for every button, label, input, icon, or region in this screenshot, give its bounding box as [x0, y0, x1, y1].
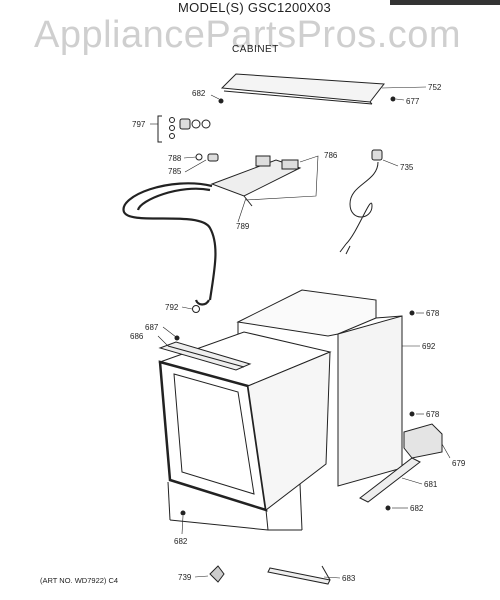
part-top-panel [220, 73, 385, 105]
part-screw-678b [409, 411, 415, 417]
part-screw-682c [180, 510, 186, 516]
part-vent-strip [158, 341, 252, 371]
part-tub-frame [158, 331, 332, 531]
top-bar-decoration [390, 0, 500, 5]
callout-683: 683 [342, 574, 356, 583]
callout-785: 785 [168, 167, 182, 176]
part-screw-top [218, 98, 224, 104]
part-valve-assembly [210, 155, 302, 207]
part-screw-677 [390, 96, 396, 102]
callout-788: 788 [168, 154, 182, 163]
part-side-panel [236, 289, 403, 487]
callout-682-left: 682 [174, 537, 188, 546]
part-foot [209, 565, 225, 583]
callout-739: 739 [178, 573, 192, 582]
callout-677: 677 [406, 97, 420, 106]
part-grommet [192, 305, 200, 313]
callout-682-right: 682 [410, 504, 424, 513]
part-screw-682b [385, 505, 391, 511]
callout-679: 679 [452, 459, 466, 468]
callout-735: 735 [400, 163, 414, 172]
callout-687: 687 [145, 323, 159, 332]
callout-792: 792 [165, 303, 179, 312]
callout-752: 752 [428, 83, 442, 92]
part-hose [122, 182, 217, 306]
callout-681: 681 [424, 480, 438, 489]
part-leg-block [403, 423, 443, 459]
model-title: MODEL(S) GSC1200X03 [178, 0, 332, 15]
part-fitting-788 [195, 153, 219, 162]
callout-786: 786 [324, 151, 338, 160]
callout-678-upper: 678 [426, 309, 440, 318]
header: AppliancePartsPros.com MODEL(S) GSC1200X… [0, 0, 500, 56]
part-rail [359, 457, 421, 503]
part-bracket [267, 565, 331, 585]
callout-686: 686 [130, 332, 144, 341]
art-number: (ART NO. WD7922) C4 [40, 576, 119, 585]
watermark: AppliancePartsPros.com [34, 14, 462, 56]
leader-lines [150, 86, 451, 579]
callout-789: 789 [236, 222, 250, 231]
section-title: CABINET [232, 44, 279, 55]
part-screw-678a [409, 310, 415, 316]
callout-797: 797 [132, 120, 146, 129]
callout-682-top: 682 [192, 89, 206, 98]
part-power-cord [339, 149, 383, 255]
callout-678-lower: 678 [426, 410, 440, 419]
part-fittings [157, 115, 211, 143]
callout-692: 692 [422, 342, 436, 351]
